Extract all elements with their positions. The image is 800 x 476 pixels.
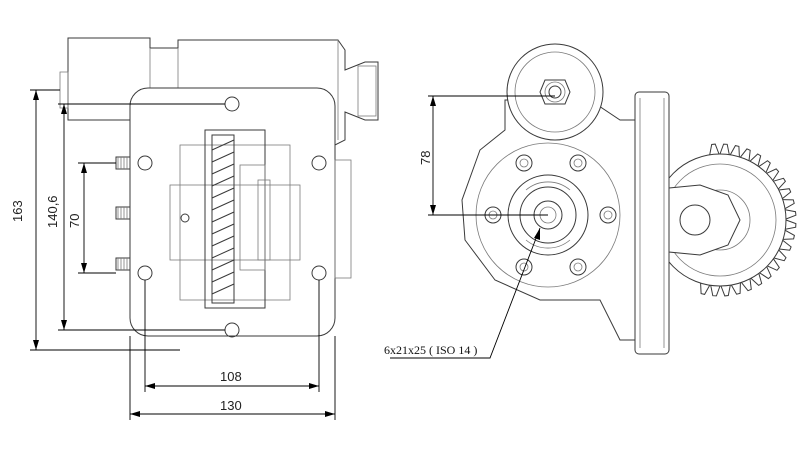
gear-tooth <box>759 266 772 280</box>
gear-tooth <box>783 229 795 240</box>
side-view: 78 6x21x25 ( ISO 14 ) <box>384 43 797 359</box>
gear-tooth <box>785 209 797 220</box>
hex-nut <box>539 79 571 105</box>
gear-tooth <box>729 145 740 157</box>
gear-tooth <box>785 219 797 230</box>
dim-label-78: 78 <box>418 151 433 165</box>
gear-tooth <box>758 160 771 173</box>
flange-bolts <box>484 154 617 276</box>
gear-tooth <box>750 273 763 287</box>
dimension-bolt-width: 108 <box>144 280 320 392</box>
gear-tooth <box>778 188 792 199</box>
gear-tooth <box>782 199 795 210</box>
gear-tooth <box>773 249 787 262</box>
gear-tooth <box>710 285 721 297</box>
helical-gear <box>211 134 235 304</box>
dimension-overall-width: 130 <box>129 336 336 420</box>
shaft-callout: 6x21x25 ( ISO 14 ) <box>384 227 541 359</box>
front-view: 163 140,6 70 108 130 <box>10 37 379 420</box>
mounting-hole <box>137 155 153 171</box>
shaft-spec-label: 6x21x25 ( ISO 14 ) <box>384 343 477 357</box>
top-pulley <box>506 43 604 141</box>
dim-label-70: 70 <box>67 214 82 228</box>
gear-tooth <box>719 143 730 155</box>
gear-tooth <box>709 143 720 155</box>
dimension-bolt-height: 140,6 <box>45 103 225 331</box>
gear-tooth <box>749 153 762 167</box>
gear-tooth <box>741 278 752 292</box>
flange-plate <box>129 87 336 337</box>
gear-tooth <box>720 285 731 297</box>
gear-tooth <box>767 258 780 271</box>
dim-label-140-6: 140,6 <box>45 195 60 228</box>
dim-label-130: 130 <box>220 398 242 413</box>
dim-label-163: 163 <box>10 200 25 222</box>
dimension-pitch-height: 70 <box>67 162 116 274</box>
mounting-hole <box>311 155 327 171</box>
dimension-overall-height: 163 <box>10 89 180 351</box>
dim-label-108: 108 <box>220 369 242 384</box>
gear-tooth <box>779 240 792 251</box>
gear-teeth <box>211 139 235 295</box>
gear-tooth <box>700 283 711 295</box>
pump-body <box>461 99 636 341</box>
gear-tooth <box>730 282 741 295</box>
gear-tooth <box>740 148 751 161</box>
stud-bolts <box>115 156 131 271</box>
gear-tooth <box>773 177 787 190</box>
gear-tooth <box>766 168 780 181</box>
dimension-shaft-offset: 78 <box>418 95 555 216</box>
